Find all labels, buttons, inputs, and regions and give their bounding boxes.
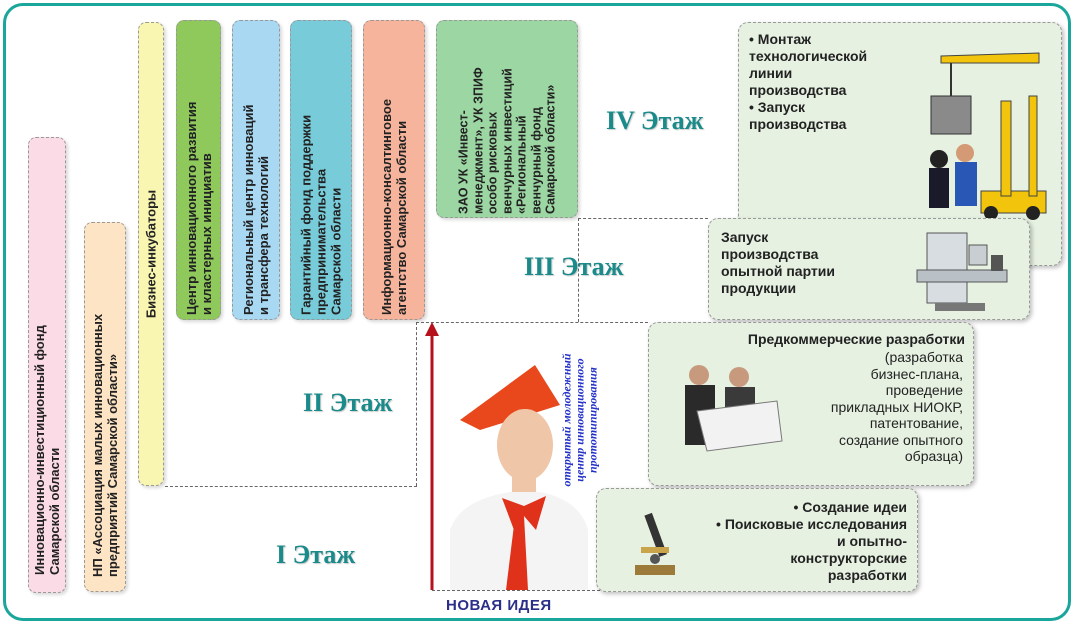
step-1-list: • Создание идеи • Поисковые исследования… xyxy=(716,499,907,584)
stage-line-3 xyxy=(578,218,708,219)
stage-line-1-vert xyxy=(416,322,417,486)
column-business-incubators: Бизнес-инкубаторы xyxy=(138,22,164,486)
step-1-item-1: • Создание идеи xyxy=(793,499,907,515)
crane-illustration xyxy=(929,52,1047,220)
step-1-item-2: • Поисковые исследования и опытно- конст… xyxy=(716,516,907,583)
column-venture-fund-label: ЗАО УК «Инвест- менеджмент», УК ЗПИФ осо… xyxy=(456,67,558,214)
footer-label: НОВАЯ ИДЕЯ xyxy=(446,597,552,614)
center-label: открытый молодежный центр инновационного… xyxy=(559,353,600,487)
column-innovation-development-center-label: Центр инновационного развития и кластерн… xyxy=(183,101,214,315)
step-4-list: • Монтаж технологической линии производс… xyxy=(749,31,867,133)
column-small-enterprises-association: НП «Ассоциация малых инновационных предп… xyxy=(84,222,126,592)
stage-3-label: III Этаж xyxy=(524,252,624,281)
column-small-enterprises-association-label: НП «Ассоциация малых инновационных предп… xyxy=(90,313,120,577)
milling-machine-illustration xyxy=(916,232,1008,311)
step-3-text: Запуск производства опытной партии проду… xyxy=(721,229,836,296)
stage-4-label: IV Этаж xyxy=(606,106,704,135)
column-business-incubators-label: Бизнес-инкубаторы xyxy=(143,189,159,319)
growth-arrow xyxy=(425,322,439,590)
step-3-box: Запуск производства опытной партии проду… xyxy=(708,218,1030,320)
column-innovation-fund-label: Инновационно-инвестиционный фонд Самарск… xyxy=(32,325,62,575)
column-guarantee-fund-label: Гарантийный фонд поддержки предпринимате… xyxy=(298,114,344,315)
column-venture-fund: ЗАО УК «Инвест- менеджмент», УК ЗПИФ осо… xyxy=(436,20,578,218)
bottom-line xyxy=(432,590,600,591)
step-4-item-2: • Запуск производства xyxy=(749,99,847,132)
stage-line-1 xyxy=(165,486,417,487)
step-4-item-1: • Монтаж технологической линии производс… xyxy=(749,31,868,98)
column-consulting-agency-label: Информационно-консалтинговое агентство С… xyxy=(379,98,409,315)
step-2-body: (разработка бизнес-плана, проведение при… xyxy=(830,349,963,464)
pioneer-girl-illustration xyxy=(450,365,588,590)
stage-2-label: II Этаж xyxy=(303,388,393,417)
column-regional-innovation-center: Региональный центр инноваций и трансфера… xyxy=(232,20,280,320)
step-1-box: • Создание идеи • Поисковые исследования… xyxy=(596,488,918,592)
step-2-box: Предкоммерческие разработки (разработка … xyxy=(648,322,974,486)
engineers-illustration xyxy=(685,365,783,452)
microscope-illustration xyxy=(635,512,675,575)
stage-line-2 xyxy=(416,322,648,323)
stage-1-label: I Этаж xyxy=(276,540,356,569)
step-2-title: Предкоммерческие разработки xyxy=(747,331,965,347)
column-consulting-agency: Информационно-консалтинговое агентство С… xyxy=(363,20,425,320)
column-regional-innovation-center-label: Региональный центр инноваций и трансфера… xyxy=(241,104,271,315)
column-guarantee-fund: Гарантийный фонд поддержки предпринимате… xyxy=(290,20,352,320)
column-innovation-fund: Инновационно-инвестиционный фонд Самарск… xyxy=(28,137,66,593)
stage-line-3-vert xyxy=(578,218,579,322)
column-innovation-development-center: Центр инновационного развития и кластерн… xyxy=(176,20,221,320)
